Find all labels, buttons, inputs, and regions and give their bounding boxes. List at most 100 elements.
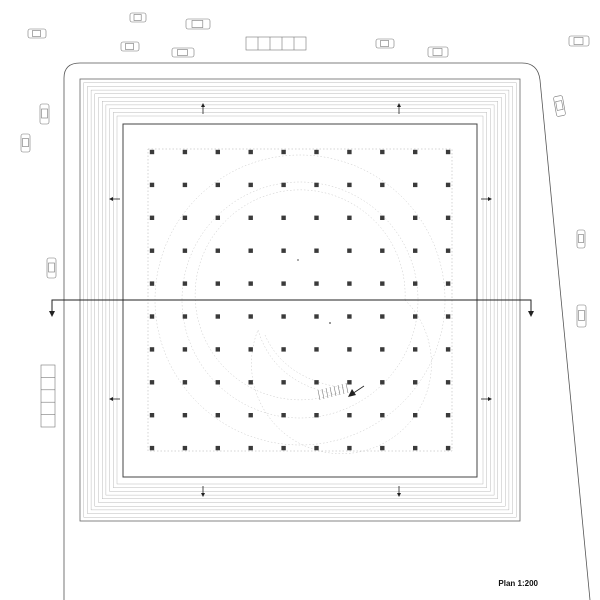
column: [182, 445, 188, 451]
column: [380, 445, 385, 451]
column: [445, 248, 451, 253]
column: [445, 281, 451, 286]
column: [149, 215, 155, 220]
column: [445, 380, 451, 385]
column: [314, 380, 319, 385]
parked-bus: [245, 36, 307, 51]
parked-bus: [40, 364, 56, 428]
column: [149, 248, 155, 253]
column: [215, 380, 220, 385]
parked-car: [46, 257, 57, 279]
column: [445, 445, 451, 451]
column: [347, 445, 352, 451]
column: [380, 281, 385, 286]
ramp-landing-hatch: [317, 382, 349, 401]
column: [445, 182, 451, 188]
column: [248, 215, 253, 220]
column: [281, 215, 286, 220]
column: [380, 248, 385, 253]
column: [413, 149, 418, 155]
entry-arrow-west: [109, 397, 120, 401]
column: [314, 314, 319, 319]
column: [182, 182, 188, 188]
column: [149, 380, 155, 385]
column: [248, 380, 253, 385]
column: [445, 347, 451, 352]
column: [182, 413, 188, 418]
entry-arrows: [109, 103, 492, 497]
column: [413, 215, 418, 220]
column: [445, 215, 451, 220]
column: [314, 182, 319, 188]
column: [215, 347, 220, 352]
column: [281, 445, 286, 451]
column: [215, 281, 220, 286]
scale-label: Plan 1:200: [498, 579, 538, 588]
column: [314, 248, 319, 253]
column: [314, 149, 319, 155]
column: [380, 182, 385, 188]
column: [182, 380, 188, 385]
column: [182, 248, 188, 253]
parked-car: [568, 35, 590, 47]
column: [215, 248, 220, 253]
parked-car: [39, 103, 50, 125]
column: [182, 314, 188, 319]
column: [347, 149, 352, 155]
column: [445, 314, 451, 319]
section-arrow-right: [528, 311, 534, 317]
center-marker: [329, 322, 331, 324]
column: [248, 314, 253, 319]
parked-car: [171, 47, 195, 58]
column: [215, 182, 220, 188]
column: [182, 347, 188, 352]
entry-arrow-west: [109, 197, 120, 201]
column: [149, 413, 155, 418]
parked-car: [375, 38, 395, 49]
column: [182, 149, 188, 155]
column: [281, 314, 286, 319]
entry-arrow-north: [397, 103, 401, 114]
entry-arrow-north: [201, 103, 205, 114]
column: [281, 413, 286, 418]
column: [380, 314, 385, 319]
column: [281, 182, 286, 188]
column: [347, 413, 352, 418]
column: [413, 281, 418, 286]
entry-arrow-east: [481, 197, 492, 201]
ramp-direction-arrow: [348, 385, 365, 397]
column: [182, 215, 188, 220]
column: [149, 314, 155, 319]
parked-car: [120, 41, 140, 52]
column: [445, 149, 451, 155]
column: [413, 314, 418, 319]
column: [215, 445, 220, 451]
site-boundary: [63, 62, 591, 600]
column: [347, 380, 352, 385]
spiral-marker: [297, 259, 299, 261]
entry-arrow-south: [201, 486, 205, 497]
column: [347, 182, 352, 188]
column: [413, 347, 418, 352]
column: [413, 445, 418, 451]
column: [380, 347, 385, 352]
section-cut-line: [49, 299, 534, 317]
column: [248, 182, 253, 188]
column: [149, 182, 155, 188]
column: [314, 215, 319, 220]
parked-car: [553, 95, 566, 117]
column: [248, 248, 253, 253]
column: [248, 445, 253, 451]
column: [281, 347, 286, 352]
column: [215, 215, 220, 220]
column: [347, 314, 352, 319]
column: [314, 445, 319, 451]
column: [314, 413, 319, 418]
column: [281, 380, 286, 385]
column: [281, 149, 286, 155]
column: [413, 248, 418, 253]
column: [149, 149, 155, 155]
entry-arrow-south: [397, 486, 401, 497]
vehicles-layer: [20, 12, 590, 428]
